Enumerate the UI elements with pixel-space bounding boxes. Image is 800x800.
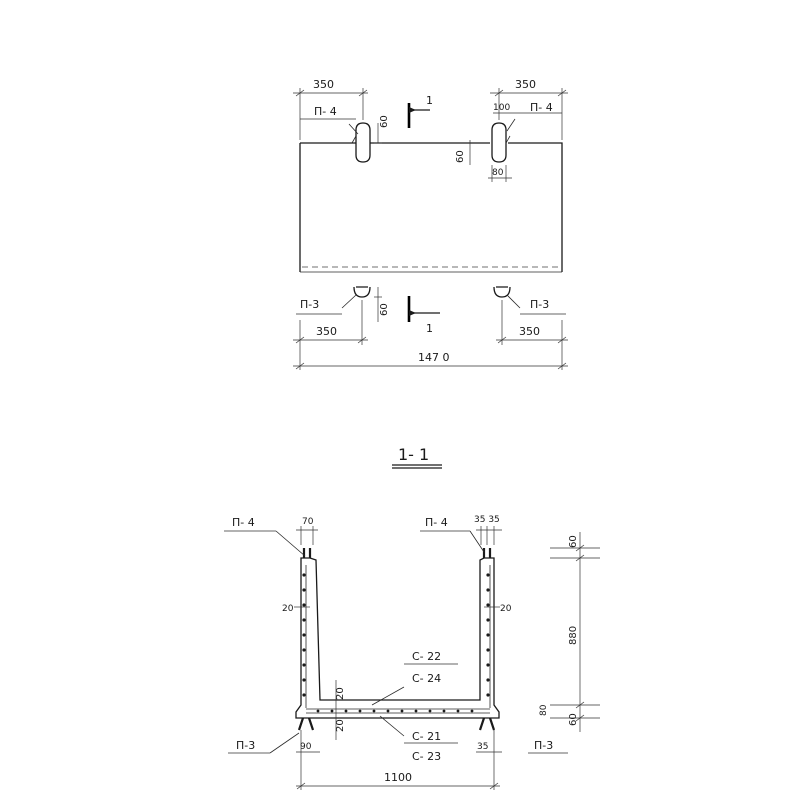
cut-mark-top: 1	[407, 94, 433, 128]
bottom-right-loop	[493, 286, 511, 298]
top-right-loop	[491, 122, 507, 163]
floor-cover-top: 20	[335, 687, 346, 700]
loop-height-mid: 60	[455, 150, 466, 163]
height-floor-a: 80	[539, 704, 549, 716]
right-top-dims: 35 35	[474, 515, 500, 525]
loop-width: 80	[492, 168, 504, 178]
top-right-loop-label: П- 4	[530, 101, 553, 114]
section-title: 1- 1	[398, 445, 429, 464]
section-right-top-loop-label: П- 4	[425, 516, 448, 529]
slab-outline	[299, 142, 563, 272]
left-top-dim: 70	[302, 517, 314, 527]
height-main: 880	[568, 626, 579, 645]
right-bottom-dim: 35	[477, 742, 488, 752]
bottom-left-loop	[353, 286, 371, 298]
left-wall-cover: 20	[282, 604, 294, 614]
mesh-lower-b: С- 23	[412, 750, 441, 763]
cut-mark-top-label: 1	[426, 94, 433, 107]
mesh-lower-a: С- 21	[412, 730, 441, 743]
section-right-top-loop	[482, 548, 492, 558]
wall-reinforcement-right	[486, 565, 491, 708]
cut-mark-bottom-label: 1	[426, 322, 433, 335]
floor-cover-bottom: 20	[335, 719, 346, 732]
tray-outline	[295, 557, 500, 719]
right-wall-cover: 20	[500, 604, 512, 614]
section-left-bottom-loop	[297, 717, 315, 731]
height-top: 60	[568, 535, 579, 548]
top-right-offset: 100	[493, 103, 510, 113]
bottom-right-loop-label: П-3	[530, 298, 549, 311]
bottom-left-loop-label: П-3	[300, 298, 319, 311]
section-left-top-loop-label: П- 4	[232, 516, 255, 529]
top-left-loop-label: П- 4	[314, 105, 337, 118]
section-left-bottom-loop-label: П-3	[236, 739, 255, 752]
section-view: 1- 1	[224, 445, 600, 790]
bottom-loop-height: 60	[379, 303, 390, 316]
top-right-dim: 350	[515, 78, 536, 91]
bottom-left-dim: 350	[316, 325, 337, 338]
bottom-right-dim: 350	[519, 325, 540, 338]
top-left-dim: 350	[313, 78, 334, 91]
left-bottom-dim: 90	[300, 742, 312, 752]
wall-reinforcement-left	[302, 565, 307, 708]
mesh-upper-b: С- 24	[412, 672, 441, 685]
top-left-loop	[355, 122, 371, 163]
section-right-bottom-loop	[478, 717, 496, 731]
height-floor-b: 60	[568, 713, 579, 726]
overall-width: 1100	[384, 771, 412, 784]
mesh-upper-a: С- 22	[412, 650, 441, 663]
overall-length: 147 0	[418, 351, 450, 364]
cut-mark-bottom: 1	[407, 296, 440, 335]
section-right-bottom-loop-label: П-3	[534, 739, 553, 752]
plan-view: 350 350 П- 4 100 П- 4 60 60 80 1	[293, 78, 568, 370]
floor-reinforcement	[306, 708, 490, 714]
section-left-top-loop	[302, 548, 312, 558]
loop-height-left: 60	[379, 115, 390, 128]
